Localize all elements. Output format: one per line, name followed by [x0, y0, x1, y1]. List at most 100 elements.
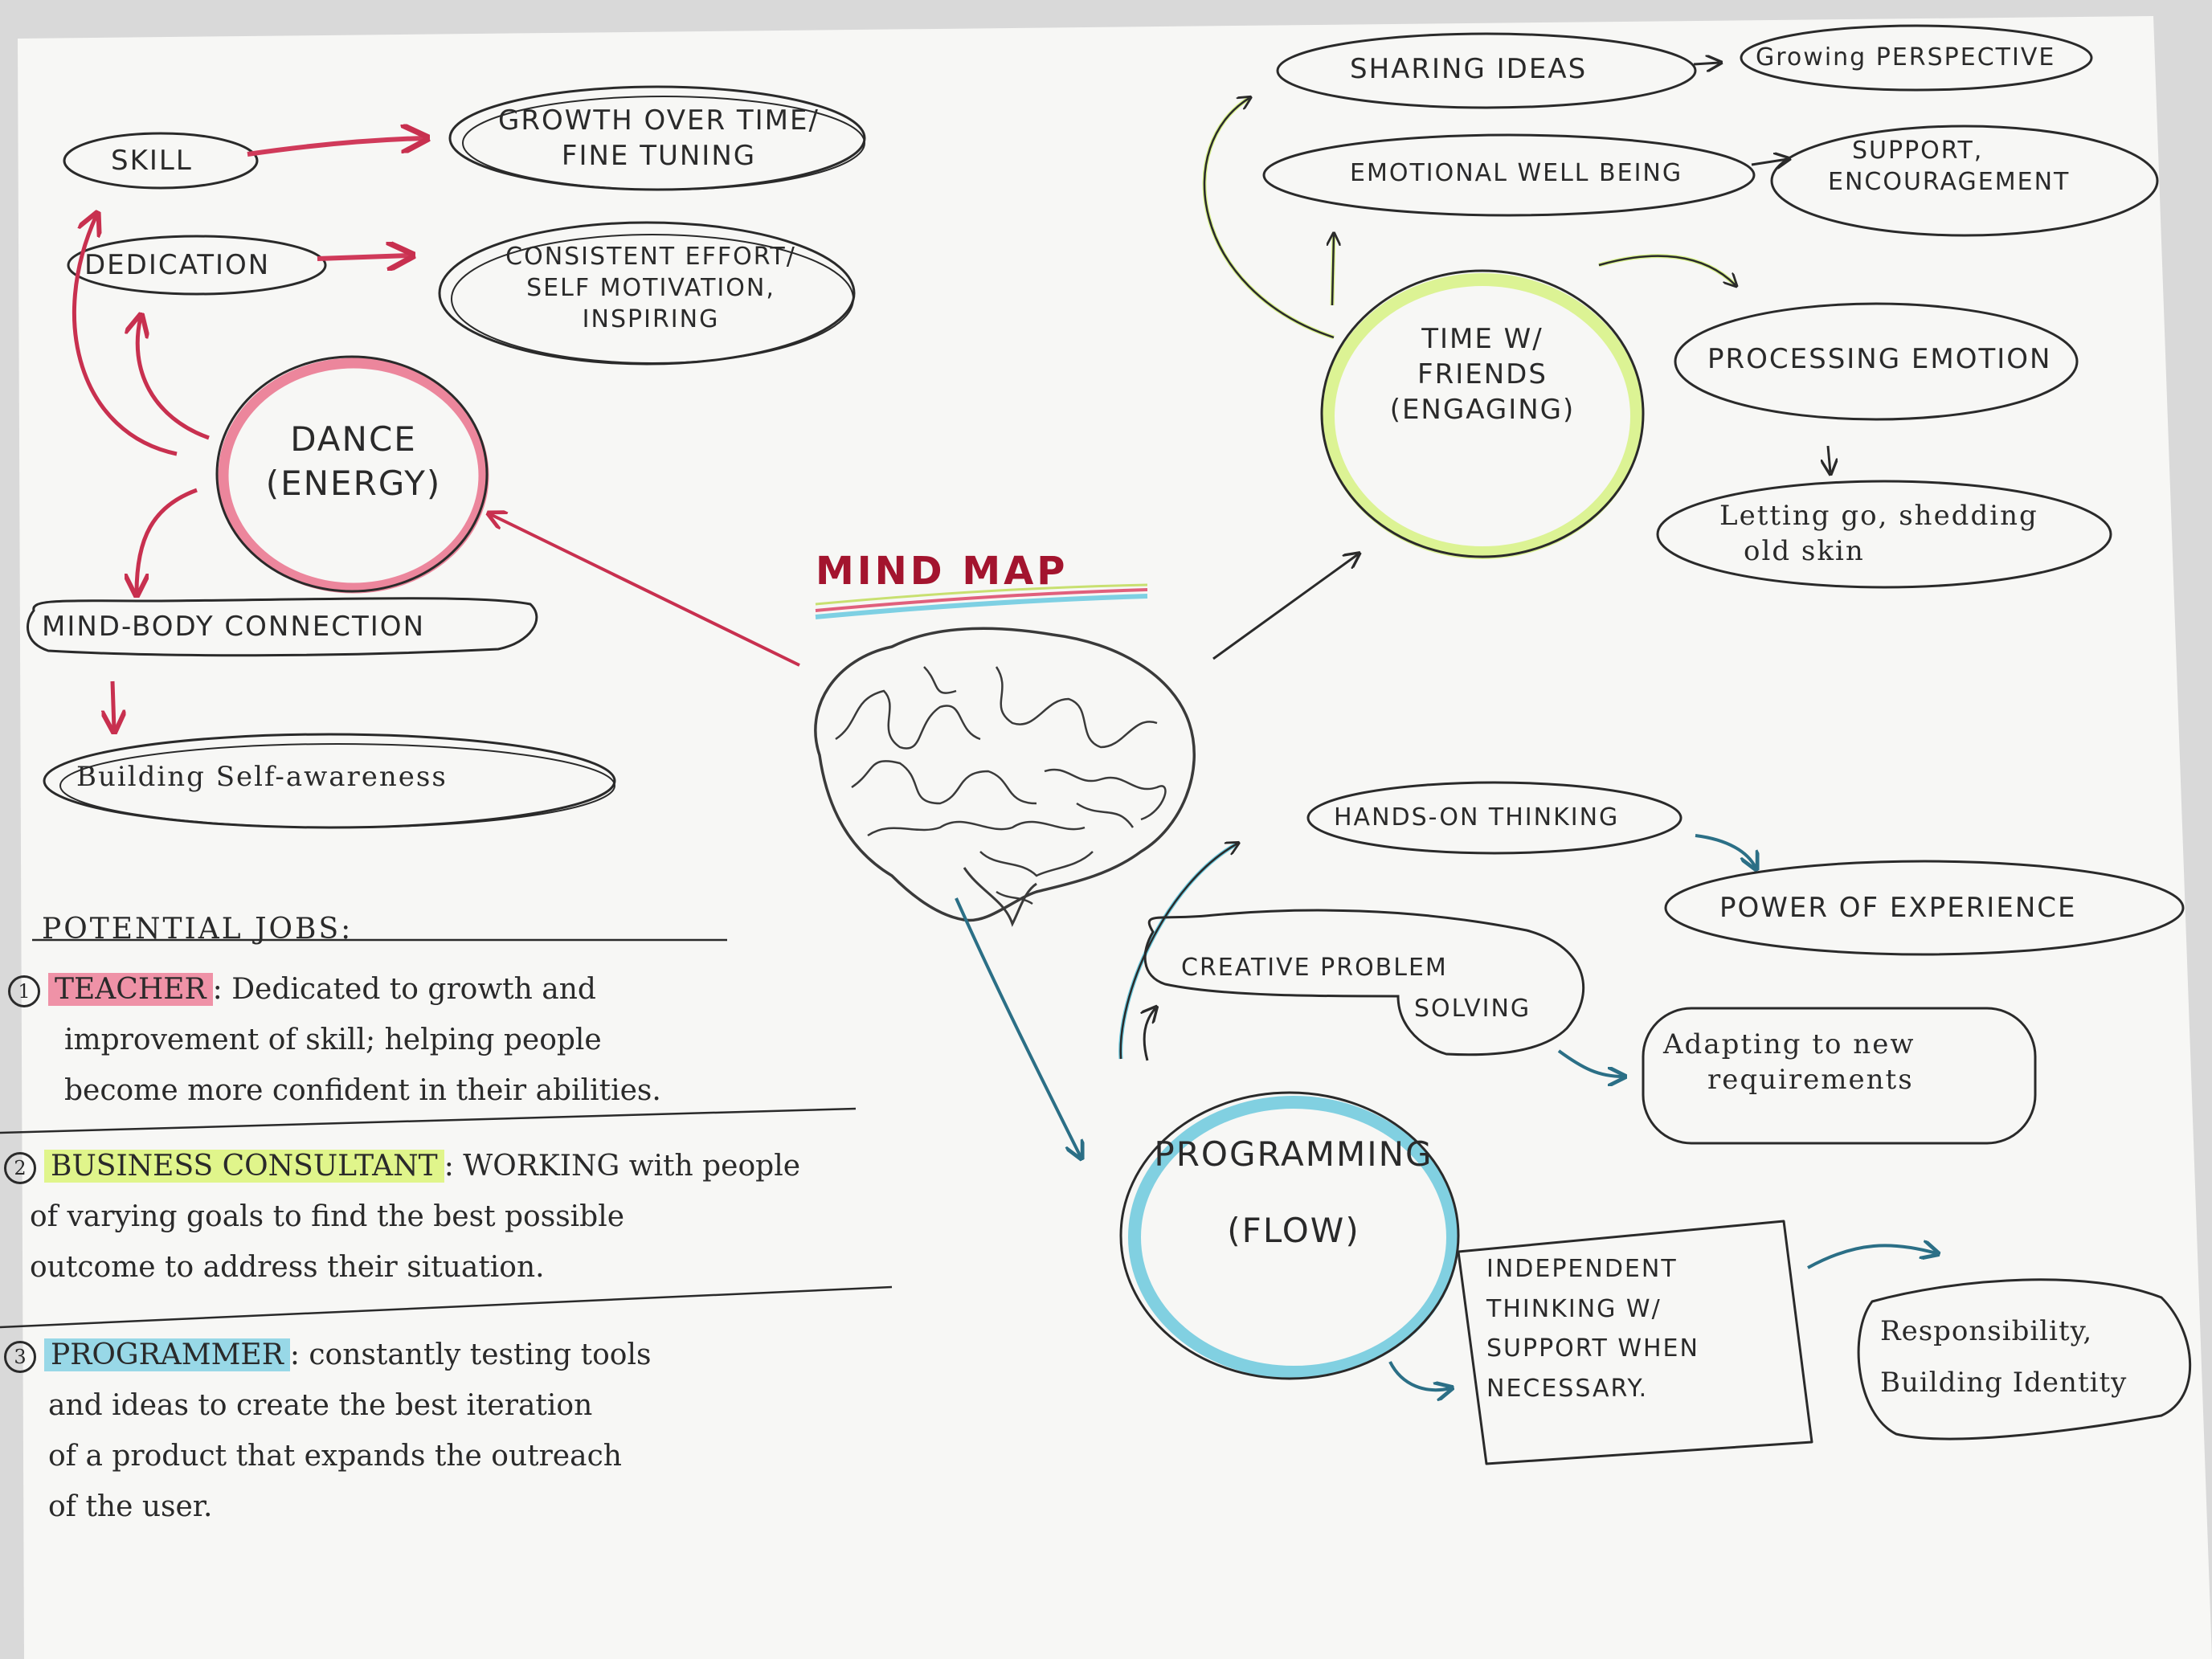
brain-sketch-icon: [814, 627, 1196, 927]
processing-node: PROCESSING EMOTION: [1707, 343, 2052, 375]
independent-to-responsibility-arrow: [1807, 1245, 1936, 1269]
independent-node-line2: THINKING W/: [1486, 1294, 1662, 1323]
wellbeing-to-support-arrow: [1751, 159, 1788, 165]
letting-go-node-line2: old skin: [1744, 535, 1865, 568]
sharing-to-perspective-arrow: [1693, 63, 1719, 64]
friends-hub-line3: (ENGAGING): [1389, 394, 1576, 427]
job-consultant-line1: : WORKING with people: [444, 1150, 801, 1183]
programming-hub-line1: PROGRAMMING: [1154, 1134, 1433, 1174]
independent-node-line4: NECESSARY.: [1486, 1374, 1649, 1403]
jobs-heading: POTENTIAL JOBS:: [42, 913, 354, 946]
friends-hub-line2: FRIENDS: [1417, 358, 1548, 391]
growth-node-line2: FINE TUNING: [561, 140, 757, 173]
dance-to-dedication-arrow: [137, 317, 210, 440]
sharing-node-outline: [1276, 32, 1697, 109]
growth-node-line1: GROWTH OVER TIME/: [498, 104, 820, 137]
mindbody-node: MIND-BODY CONNECTION: [42, 611, 426, 643]
jobs-rule-1: [0, 1107, 857, 1134]
dance-hub-line1: DANCE: [290, 419, 417, 459]
sharing-node: SHARING IDEAS: [1350, 53, 1588, 85]
programming-hub-circle: [1119, 1091, 1460, 1380]
handson-to-experience-arrow: [1695, 834, 1756, 868]
independent-node-line3: SUPPORT WHEN: [1486, 1334, 1699, 1363]
dedication-node-outline: [67, 235, 327, 296]
effort-node-line3: INSPIRING: [582, 305, 720, 333]
title-underline-pink: [815, 588, 1148, 612]
brain-to-programming-arrow: [955, 897, 1081, 1157]
dedication-node: DEDICATION: [84, 249, 271, 281]
job-teacher-line3: become more confident in their abilities…: [64, 1074, 661, 1107]
adapting-node-line2: requirements: [1707, 1064, 1914, 1097]
independent-node-line1: INDEPENDENT: [1486, 1255, 1678, 1283]
effort-node-line2: SELF MOTIVATION,: [526, 274, 775, 302]
awareness-node-outline-2: [59, 743, 615, 828]
support-node-line1: SUPPORT,: [1852, 137, 1984, 165]
wellbeing-node: EMOTIONAL WELL BEING: [1350, 159, 1683, 187]
adapting-node: Adapting to new requirements: [1663, 1027, 1915, 1097]
dance-hub-highlight: [218, 358, 489, 594]
experience-node-outline: [1664, 860, 2185, 956]
friends-hub-highlight: [1322, 273, 1643, 559]
job-teacher-line1: : Dedicated to growth and: [212, 973, 596, 1006]
handson-node-outline: [1306, 781, 1683, 855]
effort-node-outline-2: [451, 234, 854, 364]
dance-to-mindbody-arrow: [137, 488, 198, 593]
responsibility-node-line1: Responsibility,: [1880, 1315, 2093, 1347]
responsibility-node-outline: [1857, 1278, 2192, 1440]
programming-to-independent-arrow: [1388, 1361, 1450, 1390]
friends-to-wellbeing-arrow: [1332, 235, 1334, 306]
perspective-node-outline: [1740, 24, 2093, 92]
effort-node: CONSISTENT EFFORT/ SELF MOTIVATION, INSP…: [466, 241, 836, 335]
support-node-outline: [1770, 125, 2159, 237]
job-title-teacher: TEACHER: [48, 973, 213, 1006]
job-title-consultant: BUSINESS CONSULTANT: [44, 1150, 444, 1183]
job-number-2: 2: [4, 1152, 36, 1184]
job-programmer-line2: and ideas to create the best iteration: [48, 1389, 593, 1422]
responsibility-node: Responsibility, Building Identity: [1880, 1314, 2127, 1400]
skill-node-outline: [63, 132, 259, 190]
creative-node-outline: [1143, 909, 1585, 1056]
paper-sheet: [18, 16, 2212, 1659]
job-consultant-line3: outcome to address their situation.: [30, 1251, 545, 1284]
growth-node: GROWTH OVER TIME/ FINE TUNING: [474, 103, 844, 174]
job-consultant-line2: of varying goals to find the best possib…: [30, 1200, 625, 1233]
mindbody-node-outline: [27, 597, 538, 657]
friends-hub-line1: TIME W/: [1421, 323, 1543, 355]
jobs-rule-2: [0, 1285, 893, 1329]
dance-hub: DANCE (ENERGY): [241, 418, 466, 505]
processing-node-outline: [1674, 302, 2079, 421]
processing-to-letting-go-arrow: [1828, 445, 1830, 472]
adapting-node-outline: [1642, 1007, 2037, 1145]
friends-hub: TIME W/ FRIENDS (ENGAGING): [1350, 321, 1615, 428]
dance-hub-line2: (ENERGY): [265, 463, 442, 503]
job-number-3: 3: [4, 1341, 36, 1373]
programming-hub: PROGRAMMING (FLOW): [1133, 1133, 1454, 1252]
dance-hub-circle: [215, 355, 489, 593]
title-underline-blue: [815, 594, 1148, 619]
growth-node-outline-2: [462, 96, 865, 190]
creative-to-adapting-arrow: [1557, 1049, 1623, 1077]
friends-to-processing-arrow: [1598, 255, 1736, 285]
handson-node: HANDS-ON THINKING: [1334, 803, 1620, 832]
awareness-node: Building Self-awareness: [76, 761, 448, 793]
programming-hub-line2: (FLOW): [1227, 1210, 1360, 1250]
job-programmer-line4: of the user.: [48, 1490, 213, 1523]
brain-to-friends-arrow: [1212, 554, 1358, 660]
perspective-node: Growing PERSPECTIVE: [1756, 43, 2056, 72]
effort-node-outline: [438, 221, 856, 366]
mindbody-to-awareness-arrow: [112, 680, 114, 729]
creative-node: CREATIVE PROBLEM SOLVING: [1181, 952, 1531, 1024]
job-teacher-line2: improvement of skill; helping people: [64, 1024, 602, 1056]
programming-hub-highlight: [1128, 1096, 1459, 1379]
friends-to-sharing-arrow: [1203, 98, 1335, 339]
independent-node: INDEPENDENT THINKING W/ SUPPORT WHEN NEC…: [1486, 1249, 1699, 1408]
creative-node-line1: CREATIVE PROBLEM: [1181, 954, 1448, 982]
brain-to-dance-arrow: [490, 514, 800, 667]
friends-hub-circle: [1320, 269, 1645, 558]
letting-go-node-line1: Letting go, shedding: [1719, 500, 2038, 532]
